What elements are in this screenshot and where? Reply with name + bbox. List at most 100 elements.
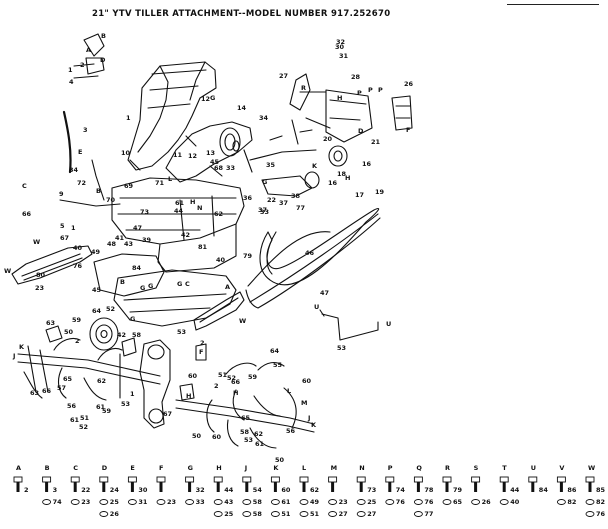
callout-label: 73 [140,208,149,216]
callout-label: J [307,414,310,422]
bolt-shank-icon [388,482,392,492]
callout-label: N [197,204,202,212]
callout-label: 70 [106,196,116,204]
nut-washer-icon [270,499,280,505]
callout-label: 67 [60,234,69,242]
legend-letter: M [331,464,337,472]
callout-label: F [199,348,203,356]
callout-label: P [368,86,373,94]
legend-part-number: 30 [138,486,148,494]
callout-label: 18 [337,170,347,178]
legend-sub-part-number: 23 [167,498,176,506]
callout-label: 45 [92,286,102,294]
legend-sub-part-number: 25 [110,498,120,506]
bolt-head-icon [442,476,452,483]
nut-washer-icon [99,511,109,517]
callout-label: 10 [121,149,131,157]
legend-sub-part-number: 76 [424,498,434,506]
callout-label: 3 [83,126,88,134]
bolt-head-icon [127,476,137,483]
legend-part-number: 84 [539,486,549,494]
callout-label: K [312,162,318,170]
callout-label: 17 [355,191,364,199]
bolt-shank-icon [273,482,277,492]
nut-washer-icon [99,499,109,505]
bolt-shank-icon [445,482,449,492]
callout-label: 51 [218,371,228,379]
callout-label: H [186,392,191,400]
callout-label: 62 [254,430,263,438]
legend-letter: D [102,464,108,472]
legend-sub-part-number: 65 [453,498,463,506]
bolt-head-icon [385,476,395,483]
callout-label: 80 [36,271,46,279]
callout-label: 50 [275,456,285,464]
bolt-head-icon [242,476,252,483]
bolt-shank-icon [302,482,306,492]
nut-washer-icon [413,499,423,505]
callout-label: P [357,89,362,97]
pulleys [89,127,348,351]
nut-washer-icon [242,511,252,517]
callout-label: E [78,148,82,156]
legend-sub-part-number: 23 [339,498,348,506]
legend-letter: T [502,464,507,472]
bolt-shank-icon [45,482,49,492]
legend-letter: B [45,464,50,472]
bolt-head-icon [556,476,566,483]
callout-label: 76 [73,262,83,270]
callout-label: H [190,198,195,206]
callout-label: W [33,238,40,246]
legend-part-number: 2 [24,486,29,494]
legend-letter: N [359,464,364,472]
chain-case [139,339,171,429]
callout-label: 16 [328,179,338,187]
hardware-legend: A2B374C2223D242526E3031F23G3233H444325J5… [13,464,606,518]
bolt-shank-icon [416,482,420,492]
callout-label: 79 [243,252,253,260]
bolt-shank-icon [130,482,134,492]
legend-sub-part-number: 33 [196,498,205,506]
callout-label: B [96,187,101,195]
callout-label: C [22,182,27,190]
callout-label: 34 [69,166,79,174]
legend-letter: E [130,464,134,472]
nut-washer-icon [413,511,423,517]
nut-washer-icon [213,511,223,517]
callout-label: 61 [96,403,106,411]
bolt-head-icon [499,476,509,483]
legend-part-number: 73 [367,486,376,494]
callout-label: 28 [351,73,361,81]
legend-item-u: U84 [528,464,549,494]
callout-label: 61 [175,199,185,207]
callout-label: M [301,399,307,407]
nut-washer-icon [70,499,80,505]
legend-sub-part-number: 26 [482,498,492,506]
legend-sub-part-number: 31 [138,498,148,506]
callout-label: 50 [64,328,74,336]
legend-part-number: 22 [81,486,90,494]
legend-sub-part-number: 25 [367,498,377,506]
callout-label: U [314,303,319,311]
belt-guards [11,245,245,331]
callout-label: 22 [267,196,276,204]
callout-label: 42 [181,231,190,239]
bolt-head-icon [99,476,109,483]
legend-part-number: 24 [110,486,120,494]
callout-label: K [311,421,317,429]
legend-sub-part-number: 27 [367,510,376,518]
callout-label: 67 [163,410,172,418]
bolt-head-icon [185,476,195,483]
callout-label: C [185,280,190,288]
callout-label: 84 [132,264,142,272]
callout-label: 42 [117,331,126,339]
nut-washer-icon [185,499,195,505]
link-rods [59,110,317,207]
callout-label: 36 [243,194,253,202]
callout-label: 40 [216,256,226,264]
legend-part-number: 32 [196,486,205,494]
